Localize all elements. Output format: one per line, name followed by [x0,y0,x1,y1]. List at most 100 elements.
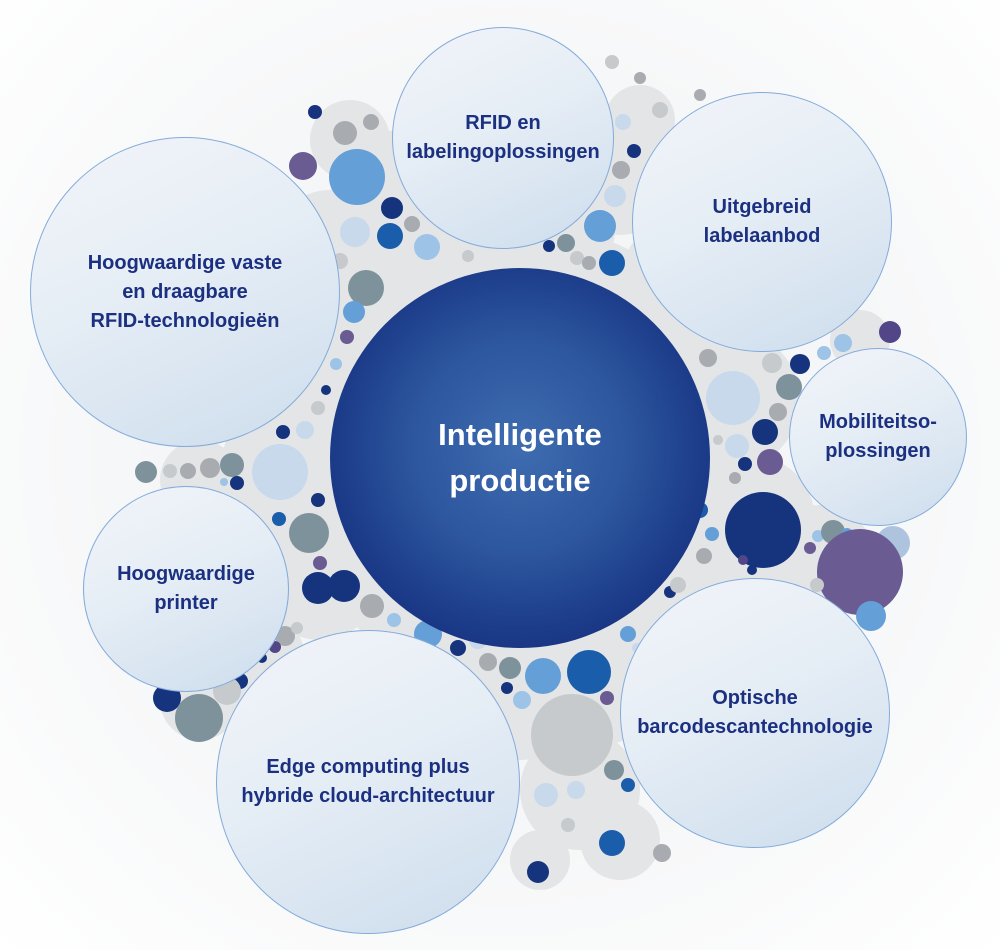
decor-bubble [289,513,329,553]
decor-bubble [706,371,760,425]
decor-bubble [752,419,778,445]
decor-bubble [404,216,420,232]
decor-bubble [308,105,322,119]
decor-bubble [479,653,497,671]
decor-bubble [653,844,671,862]
decor-bubble [220,478,228,486]
decor-bubble [694,89,706,101]
decor-bubble [757,449,783,475]
decor-bubble [790,354,810,374]
decor-bubble [220,453,244,477]
decor-bubble [729,472,741,484]
decor-bubble [348,270,384,306]
decor-bubble [363,114,379,130]
decor-bubble [605,55,619,69]
decor-bubble [387,613,401,627]
decor-bubble [180,463,196,479]
decor-bubble [527,861,549,883]
decor-bubble [834,334,852,352]
decor-bubble [462,250,474,262]
decor-bubble [627,144,641,158]
decor-bubble [567,781,585,799]
decor-bubble [769,403,787,421]
decor-bubble [311,401,325,415]
decor-bubble [738,457,752,471]
bubble-uitgebreid-labelaanbod: Uitgebreid labelaanbod [632,92,892,352]
decor-bubble [738,555,748,565]
decor-bubble [810,578,824,592]
decor-bubble [321,385,331,395]
bubble-intelligente-productie: Intelligente productie [330,268,710,648]
decor-bubble [600,691,614,705]
decor-bubble [879,321,901,343]
decor-bubble [620,626,636,642]
decor-bubble [414,234,440,260]
bubble-hoogwaardige-printer-label: Hoogwaardige printer [117,563,255,614]
decor-bubble [340,330,354,344]
bubble-rfid-technologieen-label: Hoogwaardige vaste en draagbare RFID-tec… [87,251,283,332]
decor-bubble [747,565,757,575]
decor-bubble [762,353,782,373]
decor-bubble [599,250,625,276]
decor-bubble [615,114,631,130]
decor-bubble [329,149,385,205]
bubble-uitgebreid-labelaanbod-label: Uitgebreid labelaanbod [703,196,821,247]
decor-bubble [276,425,290,439]
decor-bubble [705,527,719,541]
decor-bubble [652,102,668,118]
decor-bubble [163,464,177,478]
decor-bubble [713,435,723,445]
decor-bubble [557,234,575,252]
decor-bubble [340,217,370,247]
decor-bubble [570,251,584,265]
decor-bubble [817,346,831,360]
decor-bubble [499,657,521,679]
decor-bubble [330,358,342,370]
decor-bubble [699,349,717,367]
decor-bubble [612,161,630,179]
decor-bubble [696,548,712,564]
decor-bubble [634,72,646,84]
decor-bubble [604,760,624,780]
decor-bubble [599,830,625,856]
decor-bubble [561,818,575,832]
decor-bubble [525,658,561,694]
decor-bubble [856,601,886,631]
decor-bubble [291,622,303,634]
decor-bubble [343,301,365,323]
decor-bubble [200,458,220,478]
decor-bubble [501,682,513,694]
decor-bubble [381,197,403,219]
bubble-hoogwaardige-printer: Hoogwaardige printer [83,486,289,692]
decor-bubble [135,461,157,483]
decor-bubble [296,421,314,439]
bubble-rfid-labeling-label: RFID en labelingoplossingen [406,112,600,163]
bubble-edge-computing-label: Edge computing plus hybride cloud-archit… [241,756,495,807]
decor-bubble [311,493,325,507]
decor-bubble [604,185,626,207]
center-bubble-label: Intelligente productie [438,416,602,499]
bubble-mobiliteitsoplossingen-label: Mobiliteitso- plossingen [819,411,937,462]
bubble-mobiliteitsoplossingen: Mobiliteitso- plossingen [789,348,967,526]
bubble-optische-barcodescan-label: Optische barcodescantechnologie [637,687,873,738]
decor-bubble [725,434,749,458]
decor-bubble [377,223,403,249]
decor-bubble [230,476,244,490]
decor-bubble [531,694,613,776]
decor-bubble [543,240,555,252]
decor-bubble [670,577,686,593]
decor-bubble [272,512,286,526]
decor-bubble [252,444,308,500]
decor-bubble [313,556,327,570]
decor-bubble [621,778,635,792]
decor-bubble [534,783,558,807]
decor-bubble [776,374,802,400]
decor-bubble [804,542,816,554]
decor-bubble [725,492,801,568]
bubble-rfid-labeling: RFID en labelingoplossingen [392,27,614,249]
decor-bubble [289,152,317,180]
decor-bubble [582,256,596,270]
decor-bubble [175,694,223,742]
decor-bubble [360,594,384,618]
decor-bubble [567,650,611,694]
